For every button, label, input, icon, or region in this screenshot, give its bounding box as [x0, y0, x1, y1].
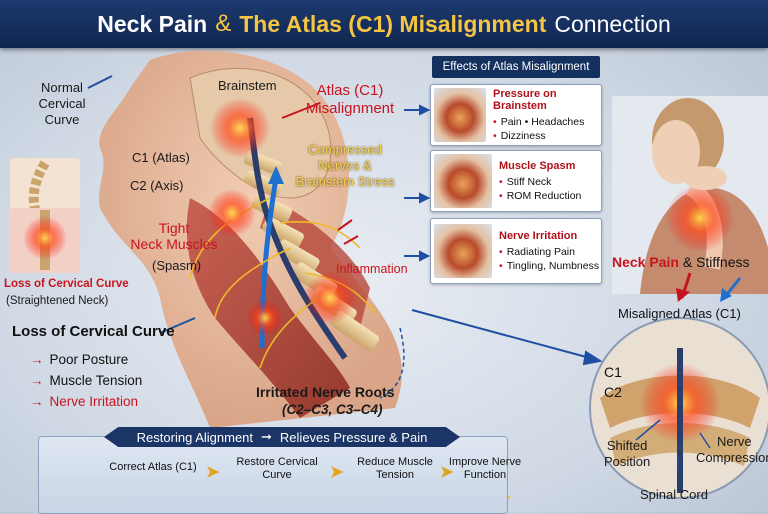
- chevron-icon: ➤: [206, 464, 220, 481]
- effect-title: Pressure on Brainstem: [493, 87, 557, 112]
- pointer-arrows: [87, 75, 603, 366]
- effect-title: Nerve Irritation: [499, 229, 578, 242]
- cause-item: →Muscle Tension: [30, 373, 143, 388]
- effect-card-spasm: Muscle Spasm •Stiff Neck •ROM Reduction: [430, 150, 602, 212]
- c2-axis-label: C2 (Axis): [130, 178, 184, 193]
- irritated-roots-label: Irritated Nerve Roots: [256, 384, 395, 400]
- c1-atlas-label: C1 (Atlas): [132, 150, 190, 165]
- atlas-misalignment-label: Atlas (C1) Misalignment: [305, 82, 395, 117]
- banner-left: Restoring Alignment: [136, 429, 254, 445]
- straightened-neck-caption: (Straightened Neck): [6, 295, 109, 307]
- woman-neck-pain-photo: [612, 96, 768, 294]
- causes-list: →Poor Posture →Muscle Tension →Nerve Irr…: [30, 352, 142, 415]
- misaligned-atlas-label: Misaligned Atlas (C1): [618, 306, 741, 321]
- compressed-nerves-label: Compressed Nerves & Brainstem Stress: [295, 142, 395, 189]
- red-pointer-arrows: [281, 102, 359, 245]
- inflammation-glow: [304, 272, 356, 324]
- title-part3: Connection: [554, 10, 671, 37]
- inflammation-label: Inflammation: [336, 262, 408, 276]
- normal-curve-label: Normal Cervical Curve: [38, 80, 86, 127]
- muscle-glow: [208, 189, 256, 237]
- banner-arrow-icon: ➞: [261, 429, 272, 444]
- shifted-position-label: Shifted Position: [604, 438, 651, 469]
- loss-curve-heading: Loss of Cervical Curve: [12, 323, 175, 340]
- stiffness-text: Stiffness: [696, 254, 750, 270]
- loss-curve-image: [10, 208, 80, 273]
- title-bar: Neck Pain & The Atlas (C1) Misalignment …: [0, 0, 768, 48]
- nerve-thumbnail: [434, 224, 492, 278]
- step-reduce-tension: Reduce Muscle Tension: [357, 456, 433, 481]
- banner-right: Relieves Pressure & Pain: [279, 429, 428, 445]
- effect-card-brainstem: Pressure on Brainstem •Pain • Headaches …: [430, 84, 602, 146]
- atlas-glow: [210, 98, 270, 158]
- spinal-cord-label: Spinal Cord: [640, 487, 708, 502]
- nerve-compression-label: Nerve Compression: [696, 434, 768, 465]
- step-improve-nerve: Improve Nerve Function: [448, 456, 522, 481]
- effect-item: •Pain • Headaches: [493, 115, 585, 128]
- effect-item: •Radiating Pain: [499, 245, 575, 258]
- effects-header: Effects of Atlas Misalignment: [432, 56, 600, 78]
- step-correct-atlas: Correct Atlas (C1): [109, 461, 197, 473]
- title-part2: The Atlas (C1) Misalignment: [239, 10, 547, 37]
- anatomy-illustration: [10, 50, 768, 512]
- nerve-roots-levels: (C2–C3, C3–C4): [282, 402, 383, 417]
- amp-text: &: [682, 254, 693, 270]
- loss-curve-caption: Loss of Cervical Curve: [4, 278, 129, 290]
- spasm-thumbnail: [434, 154, 492, 208]
- atlas-inset-circle: [589, 317, 768, 499]
- cause-item: →Poor Posture: [30, 352, 129, 367]
- spasm-label: (Spasm): [152, 258, 202, 273]
- effect-title: Muscle Spasm: [499, 159, 576, 172]
- neck-pain-stiffness-label: Neck Pain & Stiffness: [612, 254, 750, 270]
- tight-muscles-label: Tight Neck Muscles: [130, 220, 218, 252]
- brainstem-label: Brainstem: [218, 78, 277, 93]
- stiffness-arrows: [676, 272, 742, 302]
- effect-card-nerve: Nerve Irritation •Radiating Pain •Tingli…: [430, 218, 602, 284]
- brainstem-thumbnail: [434, 88, 486, 142]
- cause-item: →Nerve Irritation: [30, 394, 139, 409]
- title-part1: Neck Pain: [97, 10, 208, 37]
- effect-item: •Dizziness: [493, 129, 546, 142]
- restoring-banner: Restoring Alignment ➞ Relieves Pressure …: [104, 427, 460, 447]
- chevron-icon: ➤: [440, 464, 454, 481]
- effect-item: •Stiff Neck: [499, 175, 552, 188]
- step-restore-curve: Restore Cervical Curve: [236, 456, 318, 481]
- neck-pain-text: Neck Pain: [612, 254, 679, 270]
- title-amp: &: [215, 10, 232, 37]
- inset-c1-label: C1: [604, 364, 622, 380]
- inset-pointers: [635, 419, 711, 468]
- effect-item: •Tingling, Numbness: [499, 259, 600, 272]
- chevron-icon: ➤: [330, 464, 344, 481]
- inset-c2-label: C2: [604, 384, 622, 400]
- effect-item: •ROM Reduction: [499, 189, 582, 202]
